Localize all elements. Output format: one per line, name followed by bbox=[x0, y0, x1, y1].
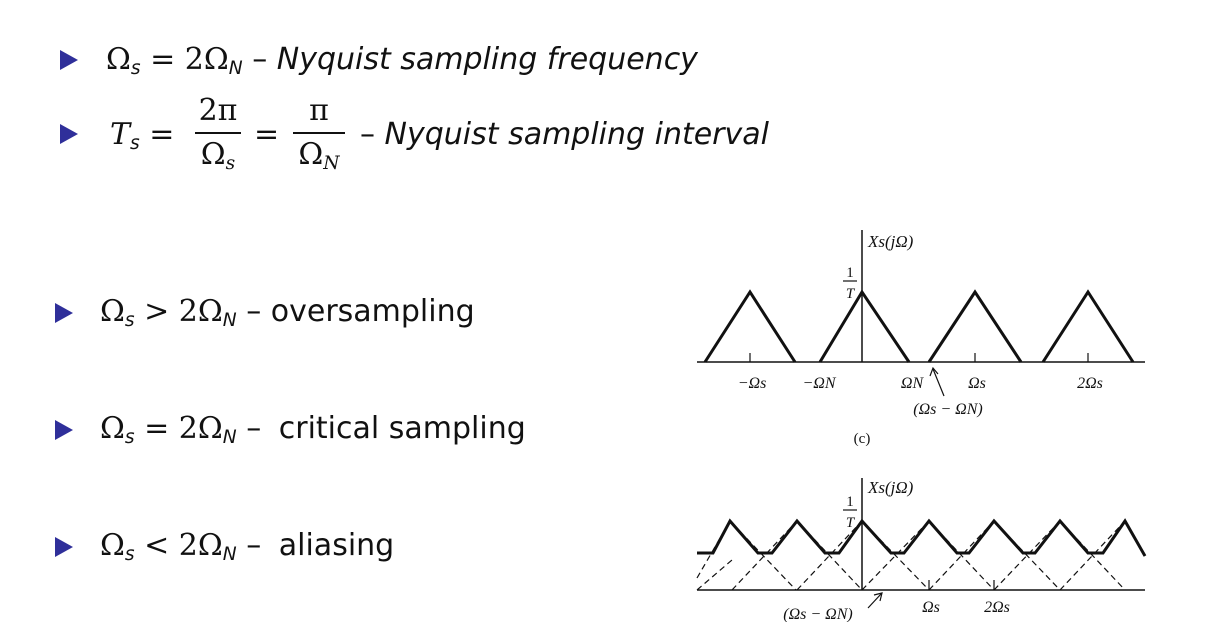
annotation-label: (Ωs − ΩN) bbox=[783, 606, 853, 622]
x-tick-label: 2Ωs bbox=[984, 599, 1010, 616]
annotation-arrow bbox=[932, 368, 945, 397]
y-tick-num: 1 bbox=[846, 265, 854, 281]
x-tick-label: Ωs bbox=[968, 375, 986, 392]
bullet-nyquist-frequency: Ωs = 2ΩN – Nyquist sampling frequency bbox=[106, 42, 698, 80]
bullet-text: critical sampling bbox=[278, 411, 526, 446]
spectrum-replica bbox=[1041, 289, 1135, 363]
y-tick-den: T bbox=[846, 515, 856, 531]
aliased-spectrum bbox=[697, 518, 1147, 557]
dash: – bbox=[246, 411, 262, 446]
dash: – bbox=[246, 528, 262, 563]
spectrum-replica bbox=[927, 289, 1023, 363]
spectrum-replica bbox=[703, 289, 797, 363]
x-tick-label: 2Ωs bbox=[1077, 375, 1103, 392]
x-tick-label: ΩN bbox=[901, 375, 925, 392]
annotation-label: (Ωs − ΩN) bbox=[913, 401, 983, 418]
y-axis-label: Xs(jΩ) bbox=[867, 232, 914, 251]
dash: – bbox=[246, 294, 262, 329]
spectrum-replica bbox=[818, 289, 911, 363]
figure-caption: (c) bbox=[854, 431, 871, 447]
y-tick-den: T bbox=[846, 286, 856, 302]
bullet-critical-sampling: Ωs = 2ΩN – critical sampling bbox=[100, 411, 526, 449]
bullet-nyquist-interval: – Nyquist sampling interval bbox=[360, 120, 769, 150]
bullet-marker-3 bbox=[55, 303, 73, 323]
dash: – bbox=[360, 117, 375, 152]
bullet-marker-1 bbox=[60, 50, 78, 70]
fraction-pi-over-omega-n: π ΩN bbox=[293, 93, 345, 174]
y-tick-num: 1 bbox=[846, 494, 854, 510]
equals-sign: = bbox=[254, 117, 280, 152]
bullet-marker-5 bbox=[55, 537, 73, 557]
spectrum-figure-d bbox=[696, 478, 1147, 609]
arrow-head bbox=[929, 366, 939, 377]
x-tick-label: −Ωs bbox=[738, 375, 767, 392]
bullet-aliasing: Ωs < 2ΩN – aliasing bbox=[100, 528, 395, 566]
annotation-arrow bbox=[867, 593, 882, 609]
fraction-2pi-over-omega-s: 2π Ωs bbox=[195, 93, 241, 174]
bullet-text: oversampling bbox=[270, 294, 475, 329]
fraction-numerator: 2π bbox=[198, 93, 238, 128]
bullet-text: aliasing bbox=[278, 528, 395, 563]
bullet-marker-4 bbox=[55, 420, 73, 440]
bullet-text: Nyquist sampling frequency bbox=[276, 42, 698, 77]
y-axis-label: Xs(jΩ) bbox=[867, 478, 914, 497]
arrow-head bbox=[873, 592, 883, 602]
fraction-numerator: π bbox=[309, 93, 329, 128]
bullet-text: Nyquist sampling interval bbox=[384, 117, 769, 152]
bullet-marker-2 bbox=[60, 124, 78, 144]
x-tick-label: Ωs bbox=[922, 599, 940, 616]
ts-lhs: Ts = bbox=[110, 117, 175, 155]
x-tick-label: −ΩN bbox=[802, 375, 836, 392]
dash: – bbox=[252, 42, 268, 77]
bullet-oversampling: Ωs > 2ΩN – oversampling bbox=[100, 294, 475, 332]
